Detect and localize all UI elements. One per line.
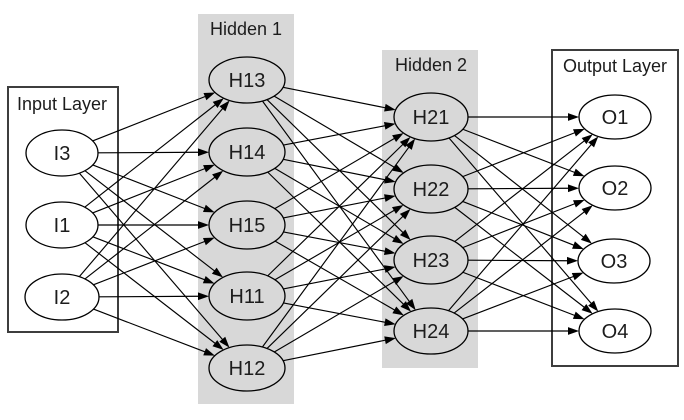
node-label-O2: O2 — [602, 178, 629, 200]
node-label-O3: O3 — [601, 251, 628, 273]
edge-H24-O4 — [468, 327, 579, 335]
node-label-I2: I2 — [54, 287, 71, 309]
layer-box-input — [7, 86, 119, 333]
edge-H11-H23 — [283, 265, 396, 290]
edge-H24-O2 — [453, 205, 593, 314]
node-label-H11: H11 — [229, 286, 264, 308]
edge-I1-H11 — [92, 236, 215, 284]
edge-H15-H24 — [274, 240, 404, 316]
edge-I2-H13 — [78, 100, 230, 278]
node-label-H21: H21 — [413, 107, 450, 129]
edge-H21-O2 — [462, 128, 585, 177]
edge-I3-H15 — [92, 164, 215, 213]
node-H22: H22 — [393, 164, 469, 214]
node-H15: H15 — [208, 200, 286, 250]
node-label-I1: I1 — [54, 215, 71, 237]
edge-H22-O3 — [462, 200, 584, 250]
edge-H14-H21 — [283, 121, 396, 146]
edge-H14-H23 — [274, 167, 404, 244]
node-label-H14: H14 — [229, 142, 266, 164]
layer-label-output: Output Layer — [563, 56, 667, 76]
edge-H22-O1 — [462, 128, 585, 178]
node-H12: H12 — [208, 344, 286, 392]
node-O4: O4 — [578, 308, 652, 354]
edge-H12-H23 — [273, 276, 404, 353]
edge-I2-H11 — [98, 292, 210, 301]
edge-I2-H12 — [93, 308, 215, 356]
edge-I1-H14 — [92, 164, 215, 214]
node-I3: I3 — [25, 129, 99, 177]
node-O1: O1 — [578, 94, 652, 140]
edge-H11-H22 — [274, 205, 404, 281]
node-H23: H23 — [393, 235, 469, 285]
node-O2: O2 — [578, 165, 652, 211]
edge-H11-H21 — [267, 136, 411, 277]
node-label-I3: I3 — [54, 143, 71, 165]
edge-H12-H24 — [282, 336, 396, 362]
layer-box-output — [551, 49, 679, 367]
edge-H12-H21 — [261, 138, 416, 348]
edge-H21-O3 — [454, 135, 592, 244]
node-H21: H21 — [393, 92, 469, 142]
edge-H23-O3 — [467, 256, 579, 265]
edge-H21-O4 — [448, 137, 599, 312]
edge-H13-H21 — [282, 86, 396, 112]
edge-H13-H23 — [266, 99, 411, 240]
edge-H11-H24 — [283, 302, 396, 327]
node-label-O4: O4 — [602, 321, 629, 343]
edge-H21-O1 — [468, 113, 579, 121]
node-H11: H11 — [208, 271, 286, 321]
node-I1: I1 — [25, 201, 99, 249]
edge-I3-H13 — [92, 92, 216, 142]
edge-H23-O4 — [462, 271, 585, 320]
node-label-H12: H12 — [229, 358, 266, 380]
edge-I2-H14 — [84, 170, 224, 280]
node-label-H22: H22 — [413, 179, 450, 201]
edge-H14-H24 — [267, 171, 412, 312]
edge-H24-O1 — [448, 136, 599, 312]
edge-I3-H14 — [97, 148, 210, 157]
layer-label-hidden2: Hidden 2 — [395, 55, 467, 75]
edge-H24-O3 — [462, 272, 584, 320]
layer-label-hidden1: Hidden 1 — [210, 19, 282, 39]
node-H14: H14 — [208, 127, 286, 177]
node-I2: I2 — [24, 273, 100, 321]
edge-I2-H15 — [93, 237, 215, 286]
edge-H15-H21 — [274, 133, 404, 210]
edge-I1-H13 — [84, 98, 224, 208]
node-H24: H24 — [393, 307, 469, 355]
edge-H12-H22 — [266, 208, 411, 349]
node-label-H15: H15 — [229, 215, 266, 237]
node-O3: O3 — [577, 238, 651, 284]
node-label-H24: H24 — [413, 321, 450, 343]
edge-H23-O1 — [454, 134, 593, 243]
node-label-H13: H13 — [229, 70, 266, 92]
node-label-O1: O1 — [602, 107, 629, 129]
edge-H23-O2 — [462, 199, 585, 249]
edge-H14-H22 — [283, 158, 396, 184]
edge-I3-H12 — [78, 172, 230, 348]
edge-I3-H11 — [84, 170, 223, 278]
node-H13: H13 — [208, 56, 286, 104]
edge-I1-H15 — [98, 221, 209, 229]
edge-I1-H12 — [84, 242, 224, 350]
node-label-H23: H23 — [413, 250, 450, 272]
layer-label-input: Input Layer — [17, 94, 107, 114]
